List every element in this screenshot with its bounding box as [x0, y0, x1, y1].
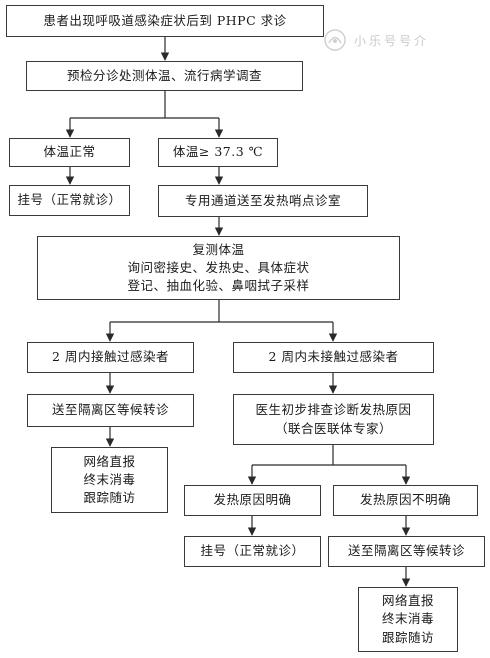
- node-start: 患者出现呼吸道感染症状后到 PHPC 求诊: [6, 5, 324, 37]
- node-contact-yes: 2 周内接触过感染者: [27, 342, 194, 373]
- report-2-line-2: 终末消毒: [381, 611, 434, 627]
- node-cause-clear: 发热原因明确: [184, 485, 321, 516]
- node-doctor: 医生初步排查诊断发热原因 （联合医联体专家）: [233, 394, 434, 445]
- node-fever-clinic: 专用通道送至发热哨点诊室: [158, 185, 368, 217]
- node-register-normal: 挂号（正常就诊）: [9, 185, 130, 216]
- retest-line-1: 复测体温: [192, 241, 245, 257]
- node-contact-no: 2 周内未接触过感染者: [233, 342, 434, 373]
- report-2-line-3: 跟踪随访: [381, 629, 434, 645]
- doctor-line-2: （联合医联体专家）: [274, 420, 392, 436]
- doctor-line-1: 医生初步排查诊断发热原因: [255, 402, 412, 418]
- watermark: 小乐号号介: [322, 28, 429, 52]
- node-triage: 预检分诊处测体温、流行病学调查: [26, 61, 303, 91]
- node-retest: 复测体温 询问密接史、发热史、具体症状 登记、抽血化验、鼻咽拭子采样: [37, 236, 400, 300]
- retest-line-2: 询问密接史、发热史、具体症状: [127, 259, 310, 275]
- watermark-text: 小乐号号介: [354, 33, 430, 48]
- node-temp-normal: 体温正常: [9, 138, 130, 167]
- node-report-2: 网络直报 终末消毒 跟踪随访: [358, 587, 458, 652]
- retest-line-3: 登记、抽血化验、鼻咽拭子采样: [127, 278, 310, 294]
- node-isolate-1: 送至隔离区等候转诊: [27, 394, 194, 427]
- report-1-line-2: 终末消毒: [83, 471, 136, 487]
- report-1-line-1: 网络直报: [83, 453, 136, 469]
- node-register-normal-2: 挂号（正常就诊）: [184, 536, 321, 567]
- node-cause-unclear: 发热原因不明确: [333, 485, 478, 516]
- node-temp-high: 体温≥ 37.3 ℃: [158, 138, 278, 167]
- report-2-line-1: 网络直报: [381, 593, 434, 609]
- node-report-1: 网络直报 终末消毒 跟踪随访: [51, 447, 168, 513]
- watermark-logo-icon: [324, 29, 346, 51]
- node-isolate-2: 送至隔离区等候转诊: [328, 536, 485, 567]
- report-1-line-3: 跟踪随访: [83, 490, 136, 506]
